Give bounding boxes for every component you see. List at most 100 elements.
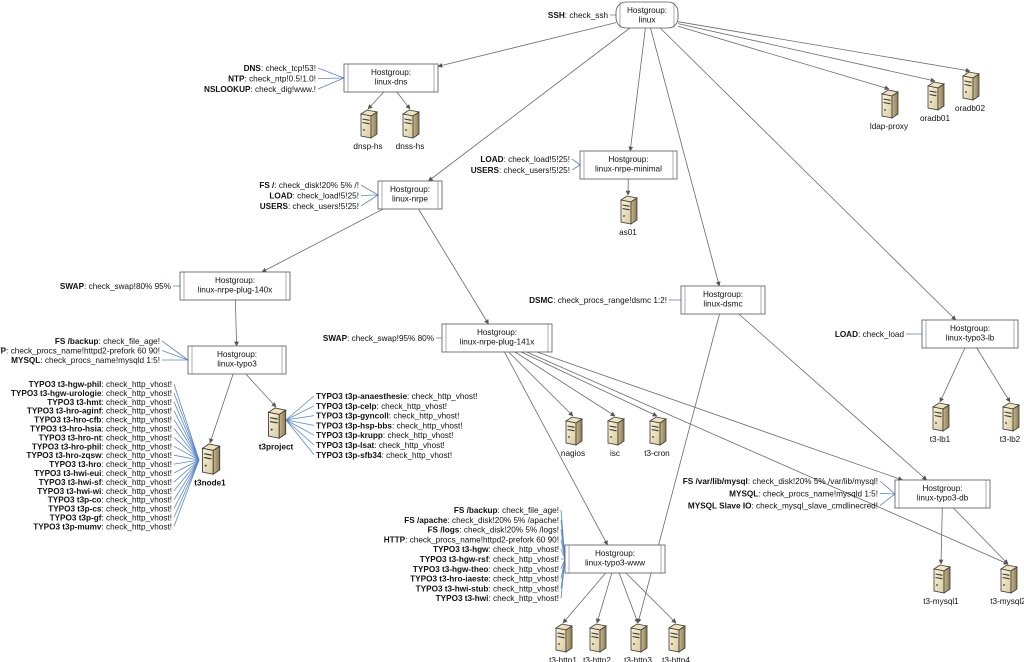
host-label: oradb02: [955, 104, 985, 113]
server-icon: [619, 195, 639, 225]
host-as01[interactable]: as01: [619, 195, 639, 237]
hostgroup-box: [179, 271, 291, 301]
service-label: SWAP: check_swap!95% 80%: [323, 334, 434, 343]
host-t3-http4[interactable]: t3-http4: [662, 623, 690, 662]
services-linux: SSH: check_ssh: [548, 11, 609, 20]
edge-linux-to-oradb01: [677, 23, 936, 83]
service-separator: :: [459, 526, 464, 535]
service-connector: [173, 445, 200, 461]
service-separator: :: [565, 11, 570, 20]
services-linux-dns: DNS: check_tcp!53!NTP: check_ntp!0.5!1.0…: [204, 64, 316, 94]
service-name: SWAP: [60, 282, 85, 291]
service-separator: :: [488, 545, 493, 554]
host-label: t3-lb1: [930, 435, 951, 444]
service-name: TYPO3 t3p-sfb34: [316, 451, 382, 460]
hostgroup-caption: Hostgroup:: [950, 324, 990, 333]
service-check: check_tcp!53!: [265, 64, 316, 73]
service-separator: :: [389, 412, 394, 421]
host-t3-http1[interactable]: t3-http1: [549, 623, 577, 662]
service-connector: [173, 383, 200, 461]
service-label: TYPO3 t3p-lsat: check_http_vhost!: [316, 441, 445, 450]
host-label: t3-http2: [583, 656, 611, 662]
host-t3-lb1[interactable]: t3-lb1: [930, 402, 951, 444]
host-label: t3-cron: [644, 449, 670, 458]
service-check: check_http_vhost!: [386, 451, 452, 460]
service-separator: :: [101, 469, 106, 478]
host-t3-mysql1[interactable]: t3-mysql1: [923, 564, 959, 606]
hostgroup-linux-nrpe-minimal[interactable]: Hostgroup:linux-nrpe-minimal: [579, 150, 678, 180]
service-label: NSLOOKUP: check_dig!www.!: [204, 85, 316, 94]
hostgroup-linux-nrpe-plug-140x[interactable]: Hostgroup:linux-nrpe-plug-140x: [179, 271, 291, 301]
service-name: TYPO3 t3-hgw-urologie: [11, 389, 102, 398]
host-oradb02[interactable]: oradb02: [955, 71, 985, 113]
service-connector: [173, 454, 200, 461]
host-t3node1[interactable]: t3node1: [194, 443, 226, 487]
edge-linux-typo3-www-to-t3-http1: [562, 572, 607, 624]
hostgroup-linux-nrpe[interactable]: Hostgroup:linux-nrpe: [377, 180, 443, 210]
service-separator: :: [274, 181, 279, 190]
host-t3-cron[interactable]: t3-cron: [644, 416, 670, 458]
server-icon: [359, 109, 379, 139]
service-name: TYPO3 t3-hwi-wi: [37, 487, 101, 496]
host-ldap-proxy[interactable]: ldap-proxy: [870, 89, 909, 131]
hostgroup-caption: Hostgroup:: [703, 290, 743, 299]
service-separator: :: [751, 502, 756, 511]
service-check: check_http_vhost!: [106, 407, 172, 416]
hostgroup-linux-typo3-lb[interactable]: Hostgroup:linux-typo3-lb: [921, 319, 1019, 349]
services-linux-dsmc: DSMC: check_procs_range!dsmc 1:2!: [529, 296, 667, 305]
host-nagios[interactable]: nagios: [561, 416, 585, 458]
service-connector: [173, 459, 200, 492]
service-label: MYSQL: check_procs_name!mysqld 1:5!: [11, 356, 160, 365]
host-t3-http3[interactable]: t3-http3: [624, 623, 652, 662]
hostgroup-linux-typo3-db[interactable]: Hostgroup:linux-typo3-db: [894, 479, 991, 509]
edge-linux-dsmc-to-t3-http3: [636, 313, 720, 624]
hostgroup-linux-typo3[interactable]: Hostgroup:linux-typo3: [187, 345, 287, 375]
host-t3-mysql2[interactable]: t3-mysql2: [990, 564, 1024, 606]
hostgroup-linux-nrpe-plug-141x[interactable]: Hostgroup:linux-nrpe-plug-141x: [441, 323, 553, 353]
services-t3project: TYPO3 t3p-anaesthesie: check_http_vhost!…: [316, 392, 478, 460]
host-dnsp-hs[interactable]: dnsp-hs: [353, 109, 383, 151]
service-check: check_load!5!25!: [508, 155, 570, 164]
hostgroup-name: linux-nrpe-plug-141x: [460, 338, 535, 347]
service-label: TYPO3 t3p-celp: check_http_vhost!: [316, 402, 447, 411]
host-label: t3-http3: [624, 656, 652, 662]
service-label: LOAD: check_load: [835, 330, 905, 339]
service-name: FS /: [259, 181, 275, 190]
service-label: TYPO3 t3p-mumv: check_http_vhost!: [33, 522, 172, 531]
host-oradb01[interactable]: oradb01: [920, 81, 950, 123]
hostgroup-linux-dsmc[interactable]: Hostgroup:linux-dsmc: [680, 285, 766, 315]
service-label: TYPO3 t3-hro-hsia: check_http_vhost!: [30, 425, 172, 434]
service-name: TYPO3 t3-hro-nt: [39, 433, 102, 442]
service-check: check_http_vhost!: [379, 441, 445, 450]
hostgroup-linux[interactable]: Hostgroup:linux: [615, 1, 679, 29]
service-separator: :: [748, 477, 753, 486]
service-check: check_swap!95% 80%: [352, 334, 434, 343]
service-check: check_http_vhost!: [493, 545, 559, 554]
host-t3-lb2[interactable]: t3-lb2: [1000, 402, 1021, 444]
service-name: NTP: [228, 75, 245, 84]
service-connector: [360, 194, 379, 207]
host-t3project[interactable]: t3project: [259, 407, 294, 451]
host-isc[interactable]: isc: [606, 416, 626, 458]
service-separator: :: [101, 460, 106, 469]
hostgroup-linux-dns[interactable]: Hostgroup:linux-dns: [343, 63, 439, 93]
service-name: TYPO3 t3p-cs: [48, 505, 102, 514]
hostgroup-linux-typo3-www[interactable]: Hostgroup:linux-typo3-www: [564, 544, 666, 574]
service-label: TYPO3 t3-hro-cfb: check_http_vhost!: [34, 416, 172, 425]
service-label: TYPO3 t3p-hsp-bbs: check_http_vhost!: [316, 421, 463, 430]
host-t3-http2[interactable]: t3-http2: [583, 623, 611, 662]
service-check: check_http_vhost!: [106, 416, 172, 425]
service-connector: [560, 558, 566, 599]
service-name: TYPO3 t3-hmt: [47, 398, 101, 407]
service-check: check_load!5!25!: [297, 192, 359, 201]
service-check: check_http_vhost!: [493, 575, 559, 584]
service-label: FS /apache: check_disk!20% 5% /apache!: [404, 516, 559, 525]
edge-linux-dns-to-dnss-hs: [396, 91, 411, 110]
service-label: NTP: check_ntp!0.5!1.0!: [228, 75, 316, 84]
hostgroup-name: linux-typo3-www: [585, 559, 645, 568]
service-check: check_http_vhost!: [106, 469, 172, 478]
service-separator: :: [293, 192, 298, 201]
host-dnss-hs[interactable]: dnss-hs: [396, 109, 425, 151]
host-label: nagios: [561, 449, 585, 458]
services-linux-typo3-db: FS /var/lib/mysql: check_disk!20% 5% /va…: [683, 477, 878, 511]
